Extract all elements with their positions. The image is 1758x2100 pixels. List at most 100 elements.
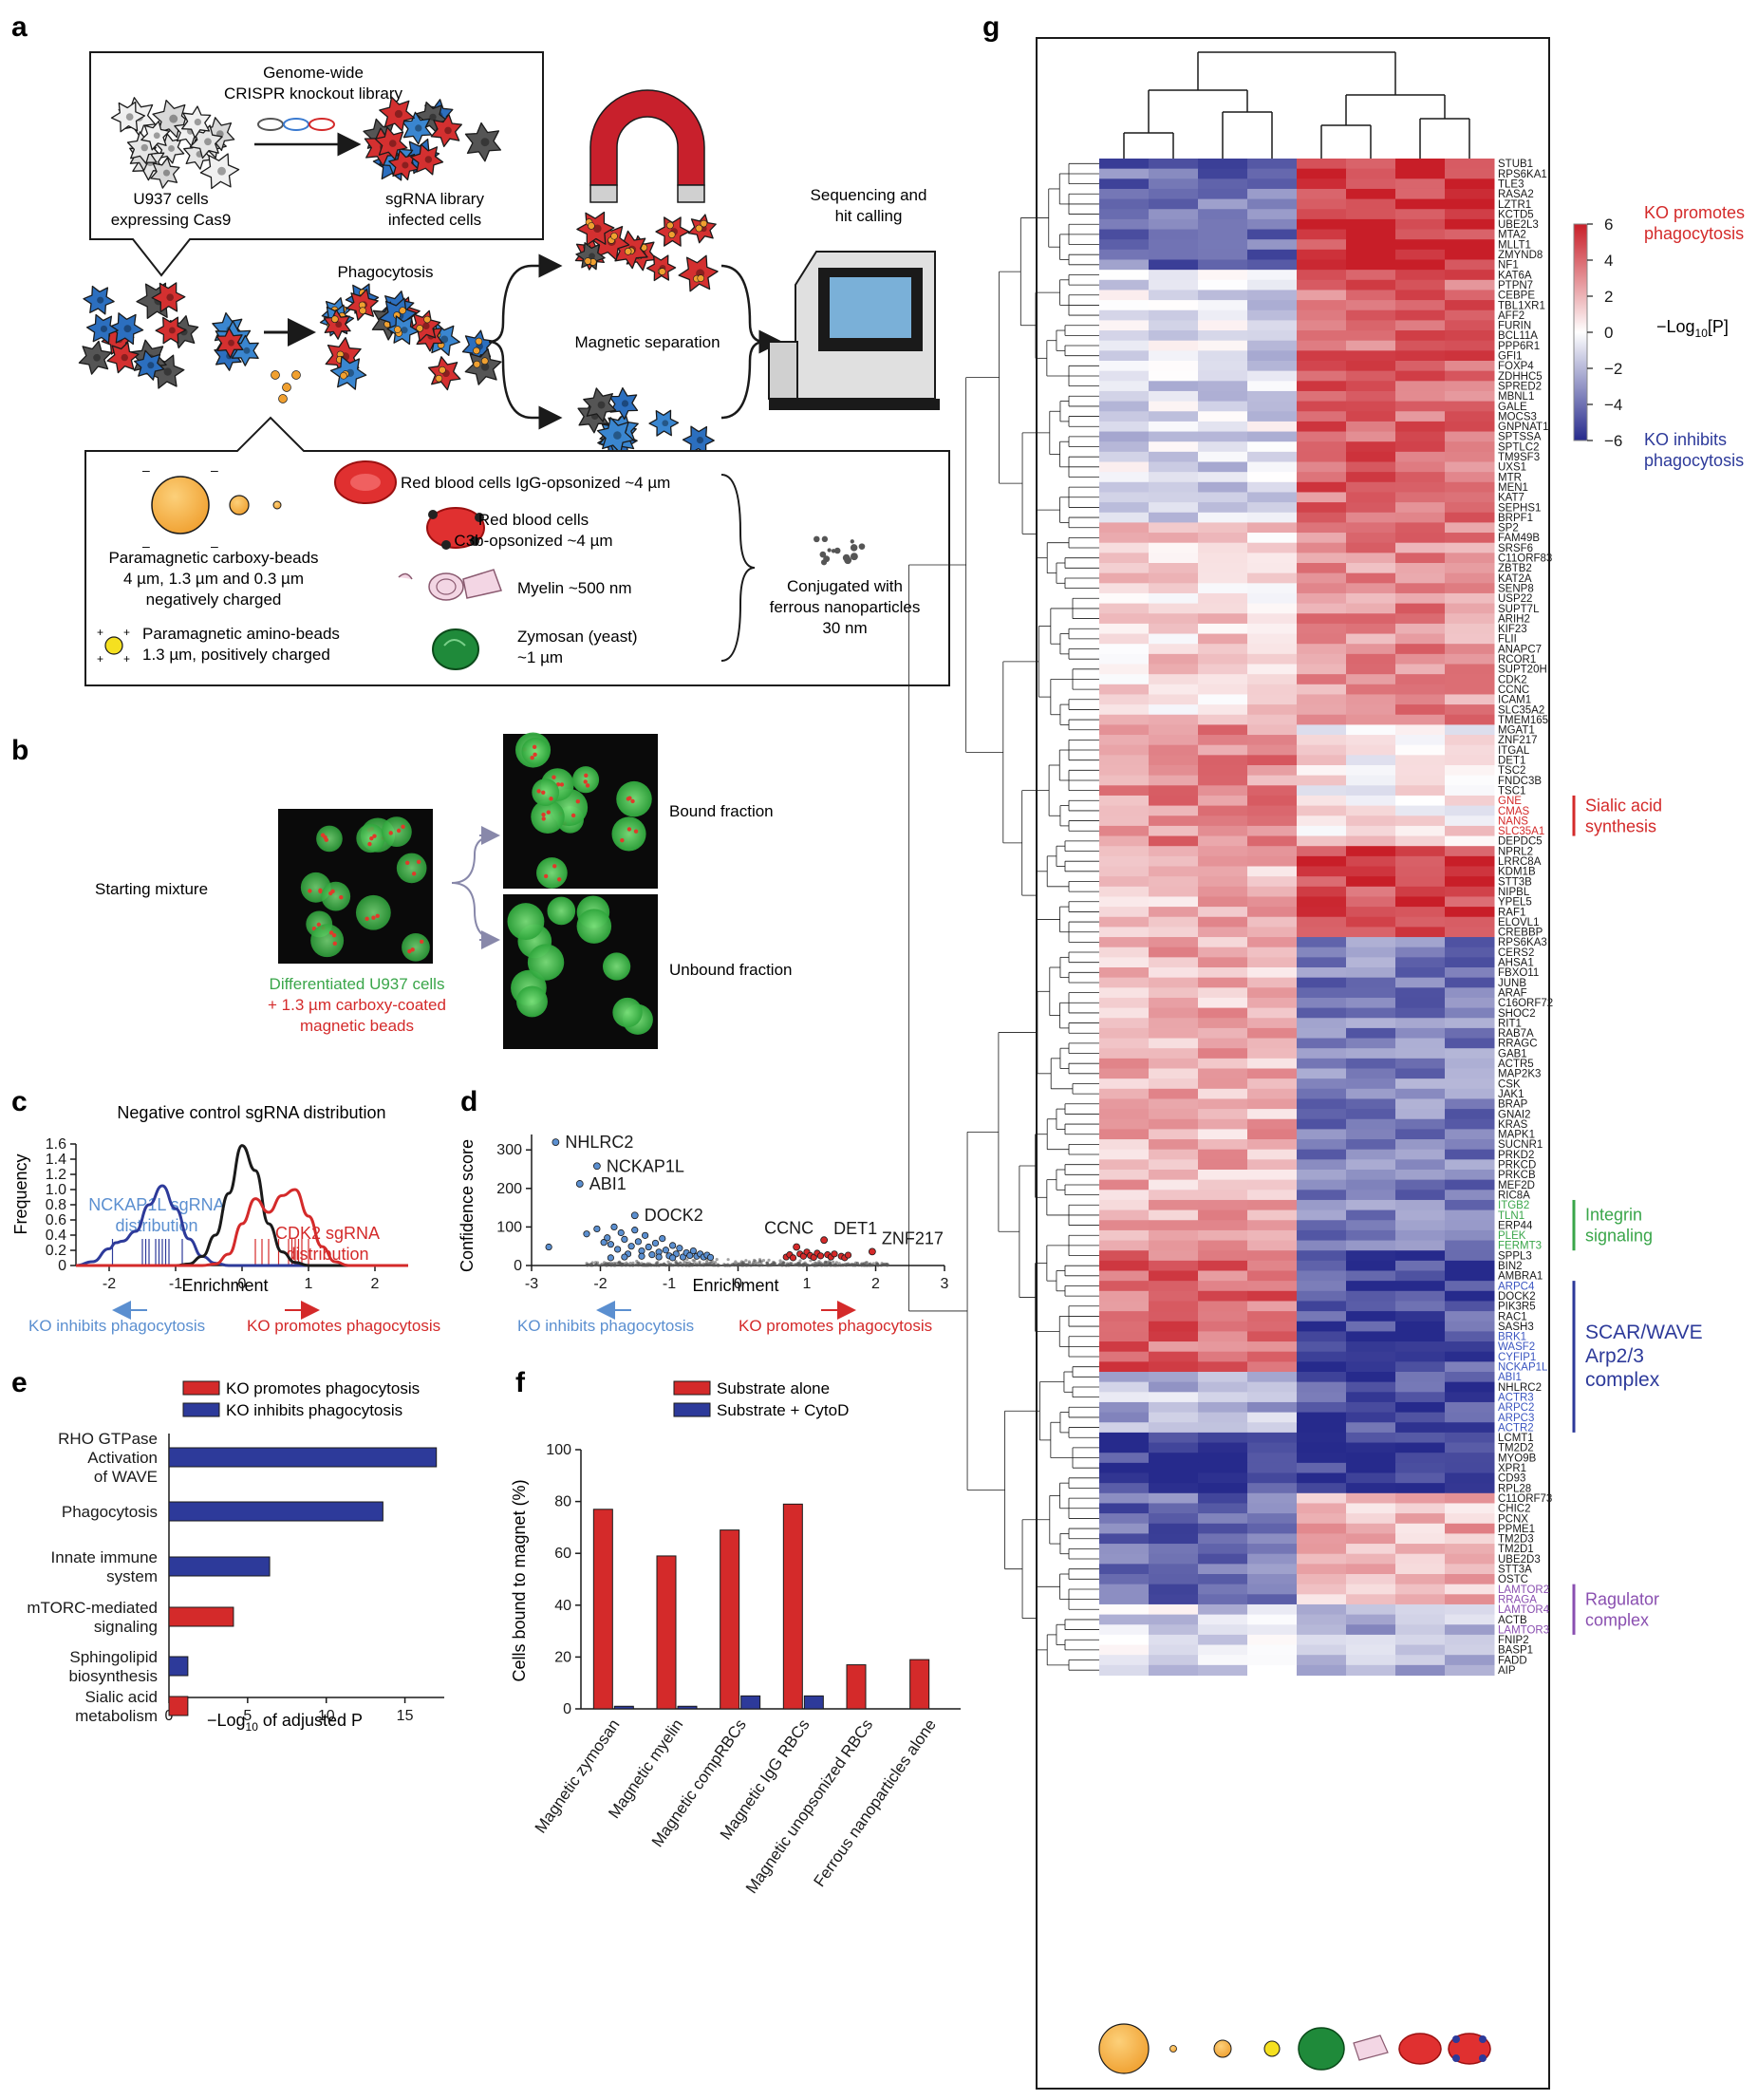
d-background-point [828,1263,832,1266]
heatmap-cell [1346,1301,1396,1312]
cell-nucleus [394,109,403,119]
heatmap-cell [1247,290,1298,301]
gene-label: FADD [1498,1655,1527,1666]
heatmap-cell [1099,290,1150,301]
cell [83,285,115,315]
bead [394,326,402,333]
heatmap-cell [1445,1634,1495,1646]
cell [110,101,146,133]
heatmap-cell [1445,1159,1495,1171]
heatmap-cell [1346,1655,1396,1666]
heatmap-cell [1198,239,1248,251]
gene-label: TM2D2 [1498,1443,1534,1454]
library-title-line1: Genome-wide [263,64,364,82]
heatmap-cell [1099,1048,1150,1059]
heatmap-cell [1198,1401,1248,1414]
heatmap-cell [1247,1038,1298,1049]
heatmap-cell [1099,1381,1150,1393]
heatmap-cell [1198,512,1248,523]
heatmap-cell [1149,1190,1199,1201]
rbc-igg-icon [334,460,397,504]
gene-label: ITGAL [1498,745,1530,757]
gene-label: KDM1B [1498,867,1536,878]
heatmap-cell [1445,1229,1495,1242]
heatmap-cell [1099,1149,1150,1160]
heatmap-cell [1346,249,1396,260]
heatmap-cell [1297,1190,1347,1201]
heatmap-cell [1395,209,1446,220]
cell-nucleus [168,327,176,334]
gene-label: MBNL1 [1498,391,1534,403]
heatmap-cell [1395,512,1446,523]
heatmap-cell [1395,350,1446,362]
heatmap-cell [1297,451,1347,462]
d-background-point [722,1264,727,1267]
heatmap-cell [1149,714,1199,725]
heatmap-cell [1247,340,1298,351]
heatmap-cell [1395,492,1446,503]
d-background-point [761,1258,766,1263]
heatmap-cell [1198,421,1248,433]
heatmap-cell [1149,1068,1199,1079]
svg-text:–: – [142,538,150,553]
heatmap-cell [1445,1260,1495,1271]
d-point-blue [651,1239,660,1247]
heatmap-cell [1149,1038,1199,1049]
heatmap-cell [1099,218,1150,231]
heatmap-cell [1395,805,1446,816]
heatmap-cell [1445,361,1495,372]
cell [648,409,680,437]
heatmap-cell [1297,1372,1347,1383]
rbc-c3b-icon [426,507,485,550]
heatmap-cell [1395,1483,1446,1494]
heatmap-cell [1445,1472,1495,1484]
heatmap-cell [1445,603,1495,614]
cell [323,309,351,340]
heatmap-cell [1198,563,1248,574]
gene-label: LRRC8A [1498,856,1542,868]
heatmap-cell [1247,1170,1298,1181]
cell-nucleus [121,353,128,362]
carboxy-label-line3: negatively charged [146,591,282,609]
heatmap-cell [1247,1564,1298,1575]
heatmap-cell [1149,1472,1199,1484]
heatmap-cell [1297,270,1347,281]
heatmap-cell [1099,1109,1150,1120]
gene-label: RCOR1 [1498,654,1536,666]
gene-label: ARPC2 [1498,1402,1534,1414]
heatmap-cell [1247,592,1298,605]
heatmap-cell [1445,1007,1495,1019]
heatmap-cell [1445,431,1495,442]
d-point-labeled [820,1236,829,1245]
heatmap-cell [1099,644,1150,655]
heatmap-cell [1297,1483,1347,1494]
heatmap-cell [1149,795,1199,807]
heatmap-cell [1346,1392,1396,1403]
heatmap-cell [1297,239,1347,251]
gene-label: MAPK1 [1498,1130,1535,1141]
d-background-point [717,1263,720,1267]
heatmap-cell [1297,1088,1347,1099]
cell-nucleus [243,347,251,354]
heatmap-cell [1099,714,1150,725]
colorbar-tick-label: 0 [1604,324,1613,342]
gene-label: TLN1 [1498,1210,1524,1222]
heatmap-cell [1247,674,1298,685]
heatmap-cell [1198,805,1248,816]
gene-label: DET1 [1498,756,1525,767]
heatmap-cell [1445,1209,1495,1221]
cell [310,924,345,958]
d-background-point [674,1260,678,1264]
d-point-red [816,1252,825,1260]
heatmap-cell [1198,735,1248,746]
heatmap-cell [1247,1432,1298,1444]
heatmap-cell [1198,1634,1248,1646]
heatmap-cell [1247,957,1298,968]
heatmap-cell [1395,855,1446,867]
heatmap-cell [1346,1179,1396,1191]
d-point-blue [659,1234,666,1243]
heatmap-cell [1099,1644,1150,1656]
heatmap-cell [1395,1058,1446,1069]
heatmap-cell [1247,704,1298,716]
heatmap-cell [1247,1341,1298,1353]
